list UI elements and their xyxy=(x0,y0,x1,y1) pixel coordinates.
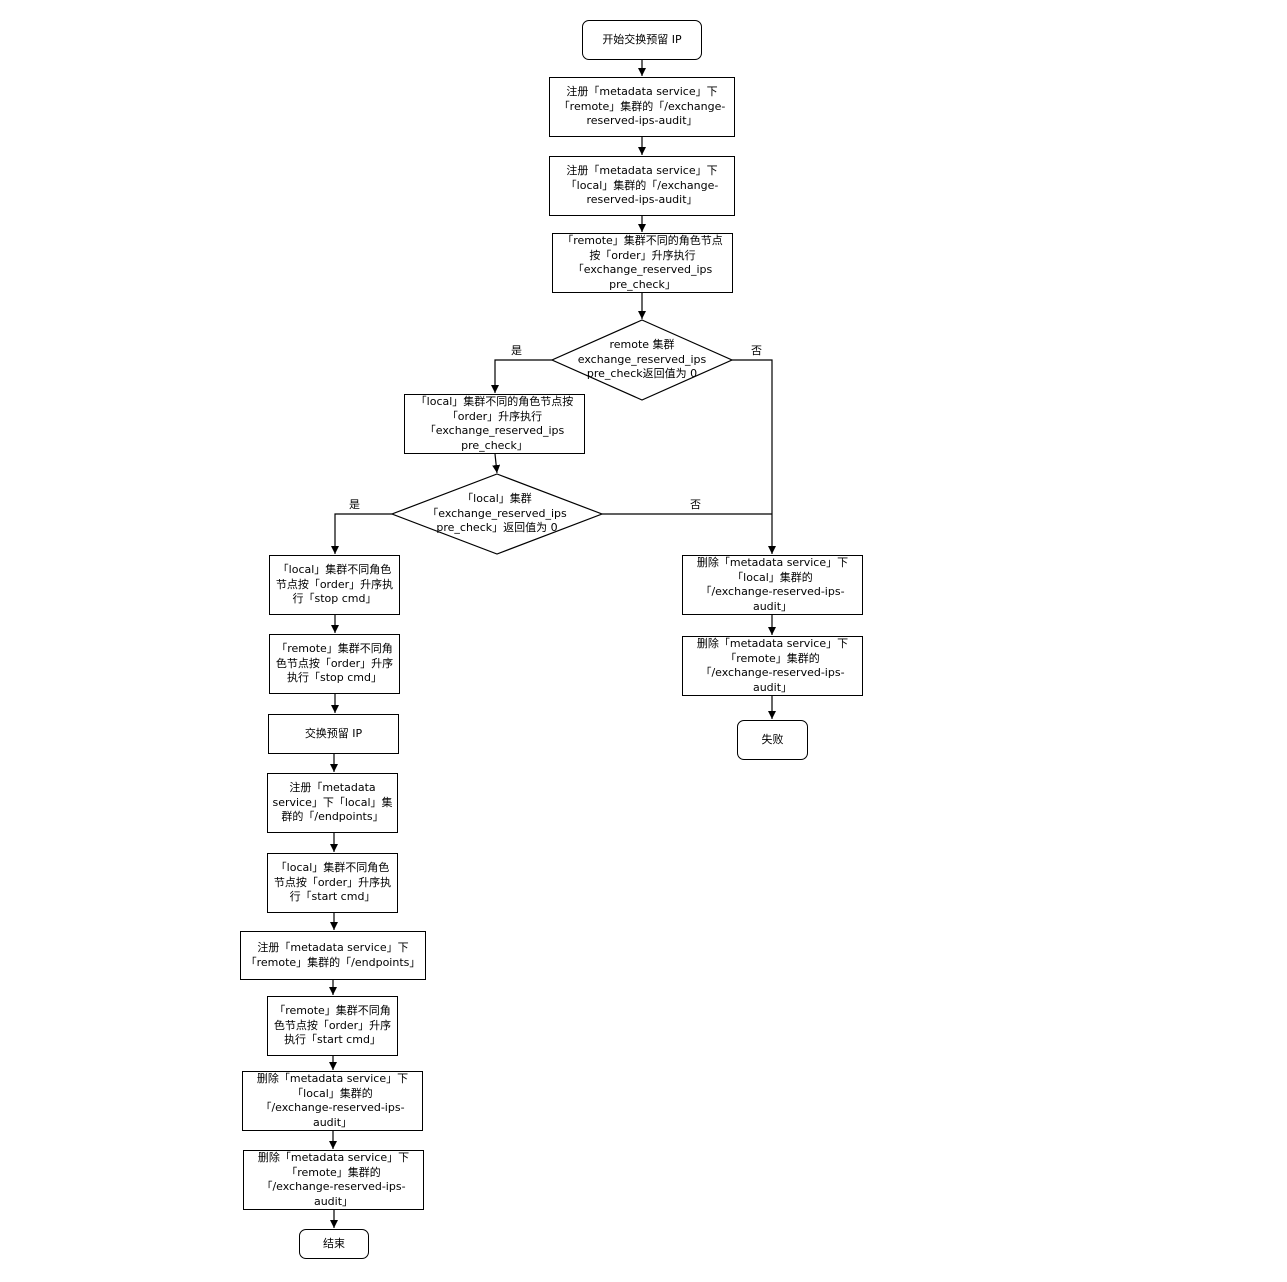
edge-label-local-yes: 是 xyxy=(349,498,360,511)
edge-label-remote-no: 否 xyxy=(751,344,762,357)
register-remote-endpoints-node: 注册「metadata service」下 「remote」集群的「/endpo… xyxy=(240,931,426,980)
start-node: 开始交换预留 IP xyxy=(582,20,702,60)
edge-remote-yes xyxy=(491,359,552,393)
register-remote-audit-label: 注册「metadata service」下 「remote」集群的「/excha… xyxy=(558,85,726,128)
remote-start-label: 「remote」集群不同角 色节点按「order」升序 执行「start cmd… xyxy=(273,1004,392,1047)
end-node: 结束 xyxy=(299,1229,369,1259)
fail-label: 失败 xyxy=(761,732,784,746)
register-local-endpoints-label: 注册「metadata service」下「local」集 群的「/endpoi… xyxy=(272,781,393,824)
register-remote-audit-node: 注册「metadata service」下 「remote」集群的「/excha… xyxy=(549,77,735,137)
local-start-node: 「local」集群不同角色 节点按「order」升序执 行「start cmd」 xyxy=(267,853,398,913)
register-local-audit-node: 注册「metadata service」下 「local」集群的「/exchan… xyxy=(549,156,735,216)
delete-local-audit-success-node: 删除「metadata service」下 「local」集群的 「/excha… xyxy=(242,1071,423,1131)
end-label: 结束 xyxy=(323,1236,345,1250)
swap-ip-node: 交换预留 IP xyxy=(268,714,399,754)
register-remote-endpoints-label: 注册「metadata service」下 「remote」集群的「/endpo… xyxy=(245,941,421,969)
remote-precheck-node: 「remote」集群不同的角色节点 按「order」升序执行 「exchange… xyxy=(552,233,733,293)
start-label: 开始交换预留 IP xyxy=(602,32,682,46)
remote-stop-label: 「remote」集群不同角 色节点按「order」升序 执行「stop cmd」 xyxy=(275,642,394,685)
remote-precheck-label: 「remote」集群不同的角色节点 按「order」升序执行 「exchange… xyxy=(562,234,723,291)
edge-label-remote-yes: 是 xyxy=(511,344,522,357)
decision-local-label-box: 「local」集群 「exchange_reserved_ips pre_che… xyxy=(412,484,582,544)
local-precheck-node: 「local」集群不同的角色节点按 「order」升序执行 「exchange_… xyxy=(404,394,585,454)
delete-remote-audit-success-label: 删除「metadata service」下 「remote」集群的 「/exch… xyxy=(257,1151,410,1208)
delete-remote-audit-success-node: 删除「metadata service」下 「remote」集群的 「/exch… xyxy=(243,1150,424,1210)
edge-remote-no xyxy=(732,359,776,554)
delete-local-audit-fail-node: 删除「metadata service」下 「local」集群的 「/excha… xyxy=(682,555,863,615)
delete-local-audit-fail-label: 删除「metadata service」下 「local」集群的 「/excha… xyxy=(696,556,849,613)
local-start-label: 「local」集群不同角色 节点按「order」升序执 行「start cmd」 xyxy=(273,861,392,904)
register-local-endpoints-node: 注册「metadata service」下「local」集 群的「/endpoi… xyxy=(267,773,398,833)
swap-ip-label: 交换预留 IP xyxy=(304,726,363,740)
decision-local-label: 「local」集群 「exchange_reserved_ips pre_che… xyxy=(427,492,567,535)
local-stop-node: 「local」集群不同角色 节点按「order」升序执 行「stop cmd」 xyxy=(269,555,400,615)
register-local-audit-label: 注册「metadata service」下 「local」集群的「/exchan… xyxy=(565,164,719,207)
local-stop-label: 「local」集群不同角色 节点按「order」升序执 行「stop cmd」 xyxy=(275,563,394,606)
decision-remote-diamond xyxy=(550,319,734,401)
decision-remote-label-box: remote 集群 exchange_reserved_ips pre_chec… xyxy=(562,330,722,390)
decision-remote-label: remote 集群 exchange_reserved_ips pre_chec… xyxy=(577,338,707,381)
local-precheck-label: 「local」集群不同的角色节点按 「order」升序执行 「exchange_… xyxy=(415,395,574,452)
edge-label-local-no: 否 xyxy=(690,498,701,511)
fail-node: 失败 xyxy=(737,720,808,760)
delete-remote-audit-fail-node: 删除「metadata service」下 「remote」集群的 「/exch… xyxy=(682,636,863,696)
remote-stop-node: 「remote」集群不同角 色节点按「order」升序 执行「stop cmd」 xyxy=(269,634,400,694)
edge-local-yes xyxy=(331,513,392,554)
delete-local-audit-success-label: 删除「metadata service」下 「local」集群的 「/excha… xyxy=(256,1072,409,1129)
edge-local-precheck-to-decision xyxy=(492,453,501,474)
delete-remote-audit-fail-label: 删除「metadata service」下 「remote」集群的 「/exch… xyxy=(696,637,849,694)
remote-start-node: 「remote」集群不同角 色节点按「order」升序 执行「start cmd… xyxy=(267,996,398,1056)
decision-local-diamond xyxy=(390,473,604,555)
